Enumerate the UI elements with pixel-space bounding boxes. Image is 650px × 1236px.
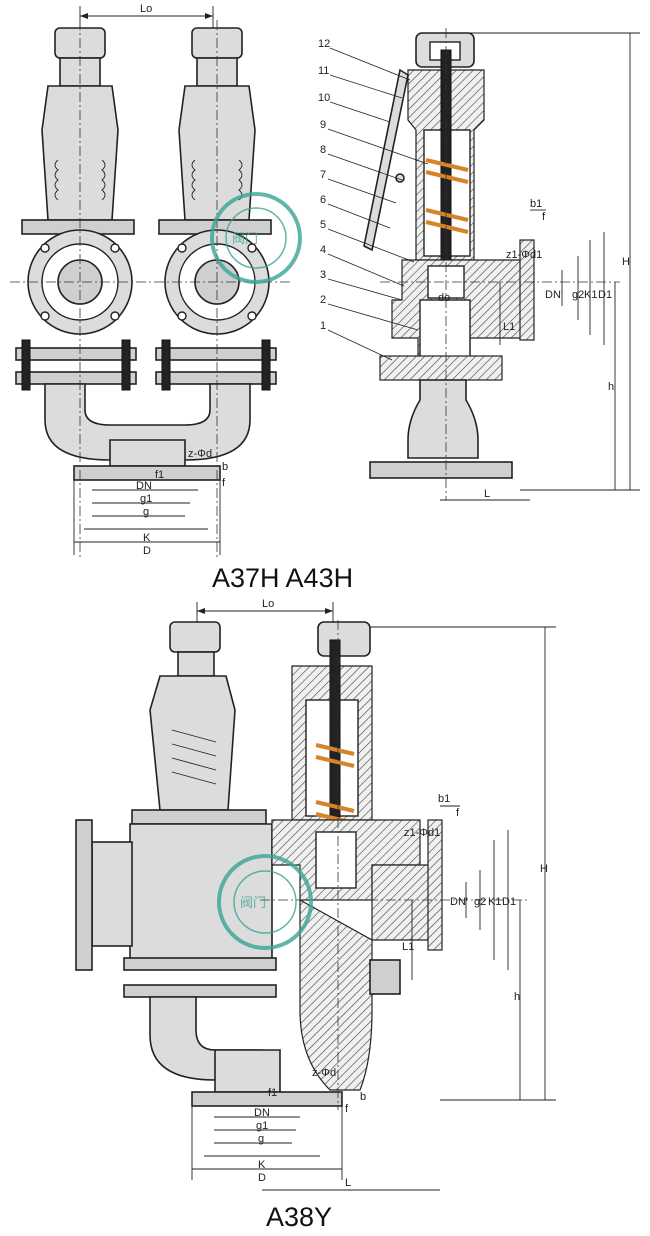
k1-label-1: K1: [584, 289, 597, 301]
do-label: do: [438, 292, 450, 304]
dn-label-2: DN: [254, 1107, 270, 1119]
k-label-2: K: [258, 1159, 266, 1171]
g1-label-2: g1: [256, 1120, 268, 1132]
l1-label-2: L1: [402, 941, 414, 953]
lo-label-2: Lo: [262, 598, 274, 610]
d1-label-1: D1: [598, 289, 612, 301]
drawing-a38y: Lo: [75, 598, 556, 1232]
bottom-dimensions-2: DN g1 g K D L z-Φd f1 b f: [191, 1067, 440, 1191]
right-dimensions-1: H h D1 K1 g2 DN' L1 L z1-Φd1 b1 f: [440, 32, 640, 501]
stamp-text-2: 阀门: [240, 895, 266, 910]
l1-label-1: L1: [503, 321, 515, 333]
z-phi-d-label-2: z-Φd: [312, 1067, 336, 1079]
b1-label-1: b1: [530, 198, 542, 210]
quality-stamp-2: 阀门: [217, 854, 313, 950]
drawing-title-2: A38Y: [266, 1202, 332, 1231]
dn-label-1: DN: [136, 480, 152, 492]
f-right-label-1: f: [542, 211, 546, 223]
a38y-section-half: [260, 620, 530, 1110]
f1-label-2: f1: [268, 1087, 277, 1099]
z-phi-d-label-1: z-Φd: [188, 448, 212, 460]
part-number-12: 12: [318, 38, 330, 50]
h-upper-label-2: H: [540, 863, 548, 875]
bottom-dimensions-1: DN g1 g K D z-Φd f1 b f: [73, 448, 228, 557]
l-label-2: L: [345, 1177, 351, 1189]
f1-label-1: f1: [155, 469, 164, 481]
k-label-1: K: [143, 532, 151, 544]
f-right-label-2: f: [456, 807, 460, 819]
d-label-1: D: [143, 545, 151, 557]
b1-label-2: b1: [438, 793, 450, 805]
f-label-2: f: [345, 1103, 349, 1115]
part-number-2: 2: [320, 294, 326, 306]
part-number-4: 4: [320, 244, 326, 256]
g-label-1: g: [143, 506, 149, 518]
part-number-10: 10: [318, 92, 330, 104]
h-upper-label-1: H: [622, 256, 630, 268]
d1-label-2: D1: [502, 896, 516, 908]
g2-label-2: g2: [474, 896, 486, 908]
part-number-3: 3: [320, 269, 326, 281]
part-number-7: 7: [320, 169, 326, 181]
part-number-1: 1: [320, 320, 326, 332]
g-label-2: g: [258, 1133, 264, 1145]
b-label-1: b: [222, 461, 228, 473]
section-view-lever-valve: do: [363, 28, 620, 500]
twin-valve-left-unit: [10, 20, 290, 560]
quality-stamp-1: 阀门: [210, 192, 302, 284]
h-lower-label-1: h: [608, 381, 614, 393]
part-number-9: 9: [320, 119, 326, 131]
g1-label-1: g1: [140, 493, 152, 505]
part-number-leaders: 12 11 10 9 8 7 6 5 4 3 2 1: [318, 38, 429, 361]
right-dimensions-2: H h D1 K1 g2 DN' L1 z1-Φd1 b1 f: [370, 626, 556, 1101]
dn-prime-label-2: DN': [450, 896, 468, 908]
drawing-a37h-a43h: Lo: [10, 3, 640, 593]
dn-prime-label-1: DN': [545, 289, 563, 301]
lo-label-1: Lo: [140, 3, 152, 15]
part-number-5: 5: [320, 219, 326, 231]
k1-label-2: K1: [488, 896, 501, 908]
z1-phi-d1-label-1: z1-Φd1: [506, 249, 542, 261]
a38y-exterior-half: [75, 621, 343, 1107]
g2-label-1: g2: [572, 289, 584, 301]
f-label-1: f: [222, 477, 226, 489]
h-lower-label-2: h: [514, 991, 520, 1003]
part-number-8: 8: [320, 144, 326, 156]
b-label-2: b: [360, 1091, 366, 1103]
l-label-1: L: [484, 488, 490, 500]
stamp-text-1: 阀门: [232, 231, 258, 246]
lo-dimension-top-1: Lo: [79, 3, 214, 40]
d-label-2: D: [258, 1172, 266, 1184]
drawing-title-1: A37H A43H: [212, 563, 353, 593]
part-number-11: 11: [318, 65, 329, 77]
part-number-6: 6: [320, 194, 326, 206]
z1-phi-d1-label-2: z1-Φd1: [404, 827, 440, 839]
